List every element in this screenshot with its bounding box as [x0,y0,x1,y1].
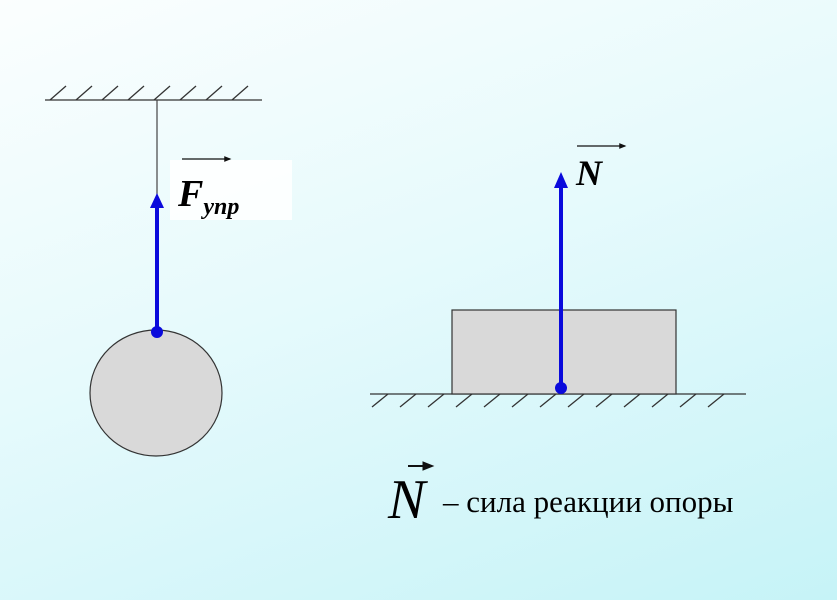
hatch-mark [623,393,641,408]
hatch-mark [205,85,223,101]
force-symbol-f: F [177,173,203,215]
normal-force-label: N [575,153,604,193]
hatch-mark [651,393,669,408]
hatch-mark [49,85,67,101]
hatch-mark [371,393,389,408]
hatch-mark [595,393,613,408]
caption-symbol: N [387,469,428,531]
hatch-mark [455,393,473,408]
hatch-mark [567,393,585,408]
hatch-mark [399,393,417,408]
caption-text: – сила реакции опоры [442,484,734,519]
normal-force-arrow [554,172,568,394]
hatch-mark [127,85,145,101]
hatch-mark [483,393,501,408]
hatch-mark [101,85,119,101]
block [451,309,677,395]
hatch-mark [153,85,171,101]
floor-support [370,393,746,408]
label-background [170,160,292,220]
ceiling-support [45,85,262,101]
hatch-mark [679,393,697,408]
svg-text:Fупр: Fупр [177,173,239,220]
hatch-mark [707,393,725,408]
hatch-mark [511,393,529,408]
elastic-force-arrow [150,193,164,338]
hatch-mark [75,85,93,101]
hanging-ball [89,329,223,457]
hatch-mark [427,393,445,408]
hatch-mark [231,85,249,101]
force-subscript: упр [200,194,239,220]
hatch-mark [539,393,557,408]
hatch-mark [179,85,197,101]
